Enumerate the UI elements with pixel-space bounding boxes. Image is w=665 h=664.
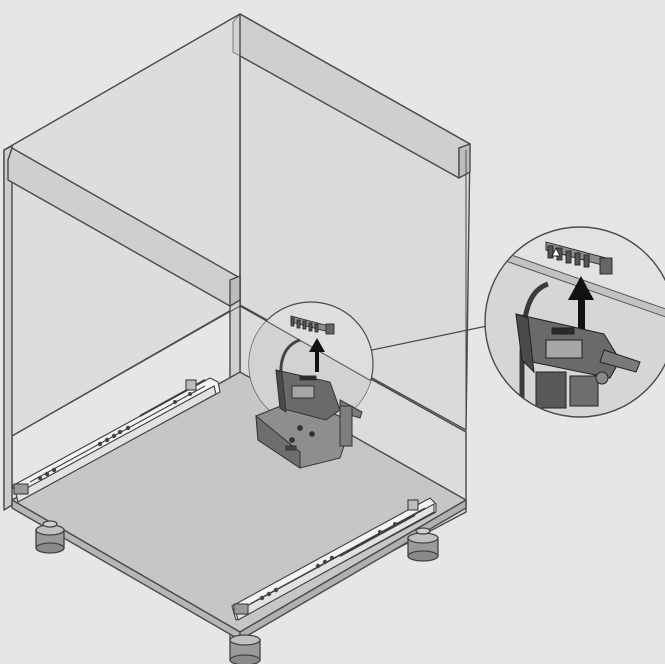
- sync-bar-large: [545, 241, 613, 275]
- foot-front: [229, 634, 261, 664]
- mounting-bracket: [255, 369, 363, 469]
- drawer-runner-left: [11, 377, 221, 503]
- drawer-runner-right: [231, 497, 437, 621]
- cabinet: [3, 13, 471, 641]
- arrow-up-icon: [309, 338, 325, 372]
- cabinet-feet: [35, 520, 439, 664]
- callout-leader-line: [371, 325, 488, 351]
- foot-left: [35, 520, 65, 554]
- sync-bar-small: [290, 315, 335, 335]
- arrow-up-icon-large: [568, 276, 594, 336]
- foot-right: [407, 527, 439, 562]
- detail-magnifier: [484, 226, 665, 418]
